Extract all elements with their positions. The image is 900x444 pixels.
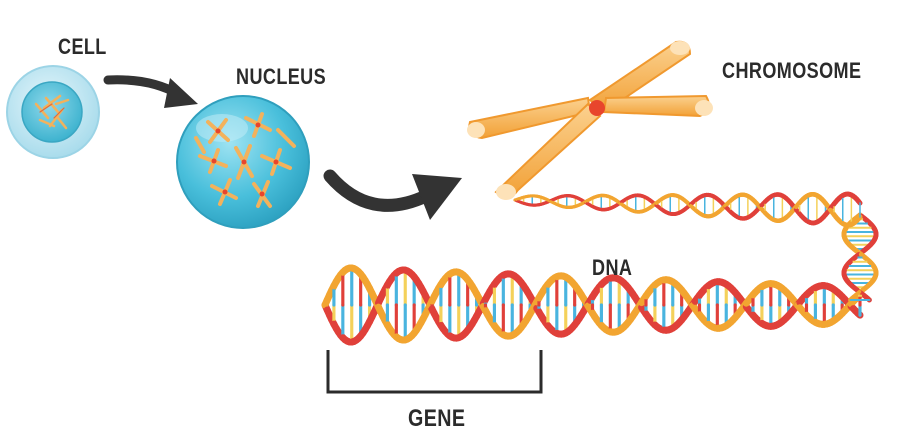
chromosome-illustration (467, 40, 713, 200)
nucleus-illustration (176, 95, 310, 229)
cell-label: CELL (58, 34, 107, 59)
arrow-nucleus-to-chromosome-icon (323, 169, 462, 220)
gene-bracket (326, 350, 543, 394)
gene-label: GENE (408, 405, 466, 432)
arrow-cell-to-nucleus-icon (103, 75, 198, 108)
chromosome-label: CHROMOSOME (722, 58, 862, 83)
nucleus-label: NUCLEUS (236, 64, 327, 89)
dna-label: DNA (592, 255, 633, 280)
cell-illustration (6, 65, 100, 159)
dna-helix (321, 191, 879, 346)
